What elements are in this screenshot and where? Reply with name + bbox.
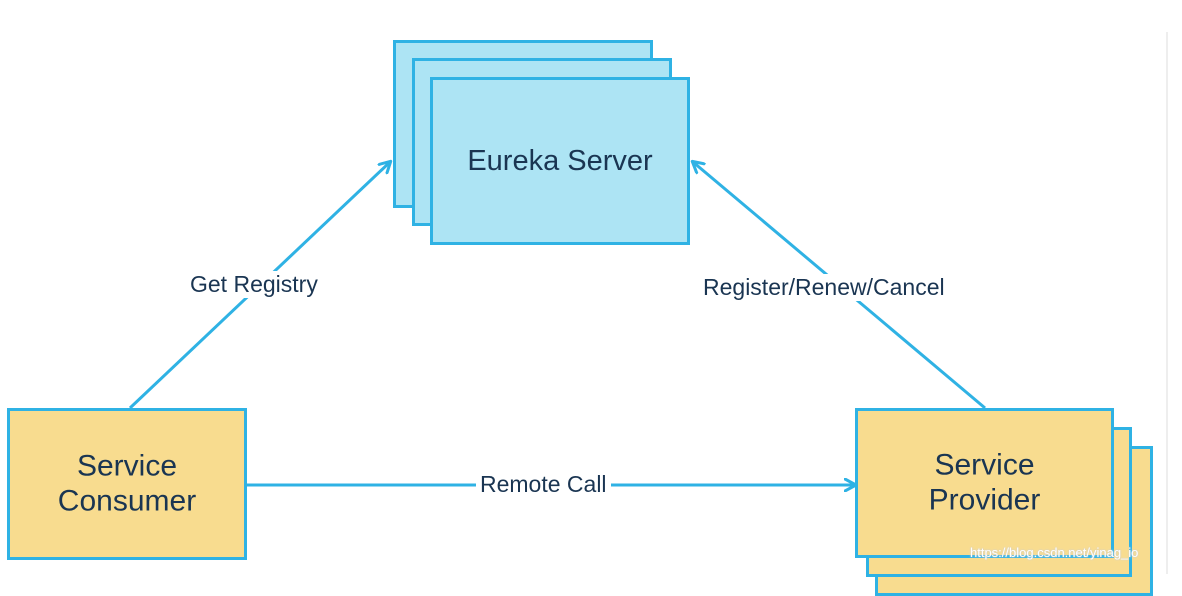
right-edge-divider — [1166, 32, 1168, 574]
get-registry-label: Get Registry — [186, 271, 322, 298]
eureka-server-label: Eureka Server — [467, 144, 653, 177]
eureka-server-box: Eureka Server — [430, 77, 690, 245]
eureka-architecture-diagram: Eureka Server Service Consumer Service P… — [7, 32, 1168, 596]
remote-call-label: Remote Call — [476, 471, 611, 498]
service-provider-box: Service Provider — [855, 408, 1114, 558]
watermark-url: https://blog.csdn.net/yinag_io — [970, 545, 1139, 560]
service-consumer-box: Service Consumer — [7, 408, 247, 560]
register-renew-cancel-label: Register/Renew/Cancel — [699, 274, 949, 301]
service-consumer-label: Service Consumer — [57, 449, 197, 518]
service-provider-label: Service Provider — [928, 448, 1041, 517]
